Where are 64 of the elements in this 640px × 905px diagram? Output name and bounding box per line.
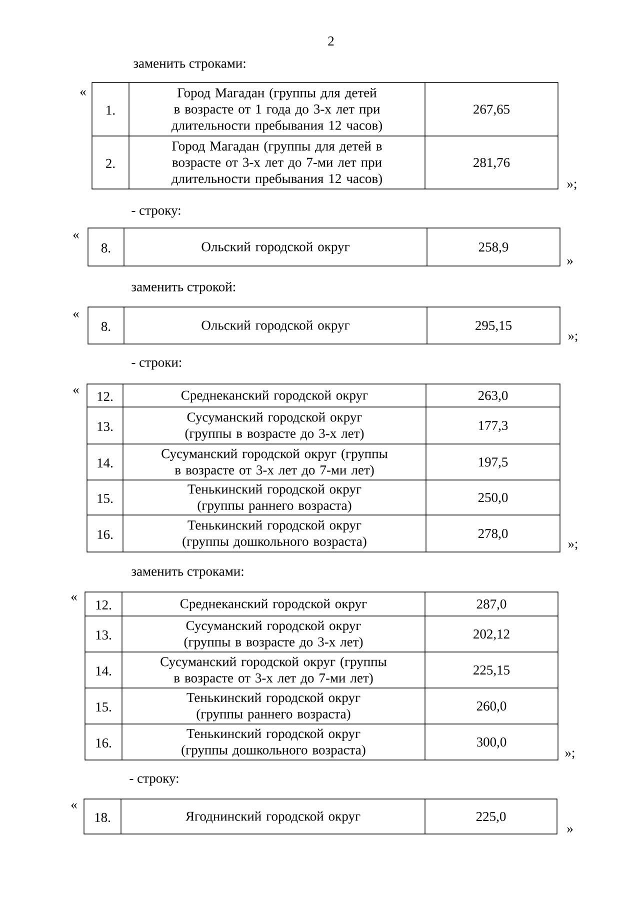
opening-quote: « [73,388,79,394]
rate-value: 287,0 [476,599,506,611]
district-name: Сусуманский городской округ (группы в возрасте от 3-х лет до 7-ми лет) [162,448,388,478]
opening-quote: « [80,90,86,96]
district-name: Ягоднинский городской округ [186,811,360,824]
row-number: 15. [96,702,112,712]
row-number: 2. [106,158,115,168]
instruction-text: заменить строкой: [132,282,235,294]
district-name: Ольский городской округ [202,242,350,254]
rate-value: 225,15 [474,666,510,676]
row-number: 1. [106,106,115,115]
rate-value: 260,0 [476,701,506,713]
row-number: 13. [96,630,112,640]
closing-quote: » [567,259,573,264]
instruction-text: - строку: [132,208,180,218]
district-name: Тенькинский городской округ (группы раннего возраста) [186,692,360,722]
district-name: Сусуманский городской округ (группы в возрасте до 3-х лет) [185,412,364,441]
closing-quote: »; [567,182,576,190]
district-name: Ольский городской округ [202,320,350,333]
rate-value: 281,76 [474,158,510,170]
rate-value: 197,5 [479,458,508,468]
closing-quote: »; [565,750,574,760]
instruction-text: заменить строками: [134,61,246,71]
rate-value: 225,0 [476,812,506,824]
district-name: Тенькинский городской округ (группы дошкольного возраста) [182,520,366,549]
opening-quote: « [71,595,77,600]
rate-value: 295,15 [476,321,512,332]
district-name: Тенькинский городской округ (группы дошкольного возраста) [182,728,366,758]
district-name: Город Магадан (группы для детей в возрасте от 1 года до 3-х лет при длительности пребывания 12 часов) [171,88,382,133]
opening-quote: « [73,312,79,318]
row-number: 12. [96,600,112,610]
closing-quote: »; [568,334,578,342]
rate-value: 177,3 [479,421,508,432]
rate-value: 263,0 [478,390,508,402]
row-number: 12. [98,392,113,402]
row-number: 15. [98,494,113,504]
district-name: Город Магадан (группы для детей в возрасте от 3-х лет до 7-ми лет при длительности пребывания 12 часов) [171,141,382,186]
row-number: 18. [95,812,110,822]
row-number: 8. [101,243,110,253]
rate-value: 202,12 [474,629,510,641]
district-name: Сусуманский городской округ (группы в возрасте от 3-х лет до 7-ми лет) [160,656,387,686]
rate-value: 300,0 [476,737,506,749]
closing-quote: »; [568,542,578,550]
page-number: 2 [328,36,334,46]
row-number: 16. [96,738,112,748]
rate-value: 278,0 [478,528,508,540]
district-name: Тенькинский городской округ (группы раннего возраста) [188,484,362,513]
row-number: 13. [98,422,113,432]
row-number: 14. [96,666,112,676]
row-number: 16. [98,530,113,540]
row-number: 14. [98,458,113,468]
district-name: Среднеканский городской округ [180,598,367,612]
opening-quote: « [71,803,77,808]
row-number: 8. [101,322,110,332]
district-name: Сусуманский городской округ (группы в возрасте до 3-х лет) [184,620,363,650]
rate-value: 258,9 [478,242,508,254]
district-name: Среднеканский городской округ [181,390,368,403]
instruction-text: - строки: [132,360,182,370]
rate-value: 250,0 [478,492,508,504]
rate-value: 267,65 [474,104,510,116]
instruction-text: - строку: [130,776,178,786]
opening-quote: « [73,233,79,238]
instruction-text: заменить строками: [132,569,244,579]
closing-quote: » [567,827,573,832]
